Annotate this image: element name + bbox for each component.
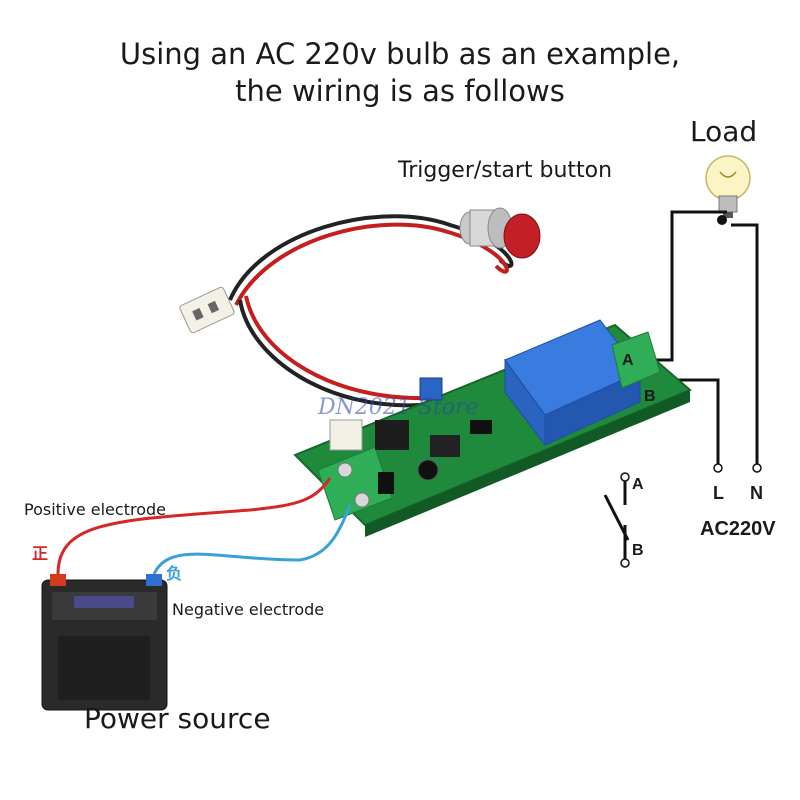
terminal-b-label: B: [644, 388, 656, 405]
store-watermark: DN2021 Store: [318, 395, 479, 420]
positive-cn-label: 正: [32, 544, 49, 563]
switch-a-label: A: [632, 476, 644, 493]
battery-icon: [41, 574, 168, 711]
positive-wire: [56, 477, 332, 575]
diagram-title-line1: Using an AC 220v bulb as an example,: [119, 37, 681, 71]
bulb-terminal-dot: [717, 215, 727, 225]
ac-terminals: [713, 463, 762, 473]
push-button-icon: [459, 207, 541, 259]
negative-electrode-label: Negative electrode: [172, 600, 325, 619]
jst-connector: [179, 286, 235, 334]
trigger-button-label: Trigger/start button: [398, 158, 613, 183]
load-label: Load: [690, 115, 758, 148]
live-label: L: [713, 483, 724, 503]
positive-electrode-label: Positive electrode: [24, 500, 166, 519]
negative-cn-label: 负: [166, 564, 183, 583]
power-source-label: Power source: [84, 702, 271, 735]
switch-symbol-icon: [603, 472, 630, 568]
switch-b-label: B: [632, 542, 644, 559]
trigger-cable: [228, 214, 514, 408]
load-wiring: [648, 210, 759, 465]
terminal-a-label: A: [622, 352, 634, 369]
diagram-title-line2: the wiring is as follows: [235, 74, 565, 108]
relay-module-board: [293, 319, 692, 537]
negative-wire: [152, 504, 352, 575]
ac220v-label: AC220V: [700, 518, 776, 540]
bulb-icon: [705, 155, 751, 218]
neutral-label: N: [750, 483, 763, 503]
